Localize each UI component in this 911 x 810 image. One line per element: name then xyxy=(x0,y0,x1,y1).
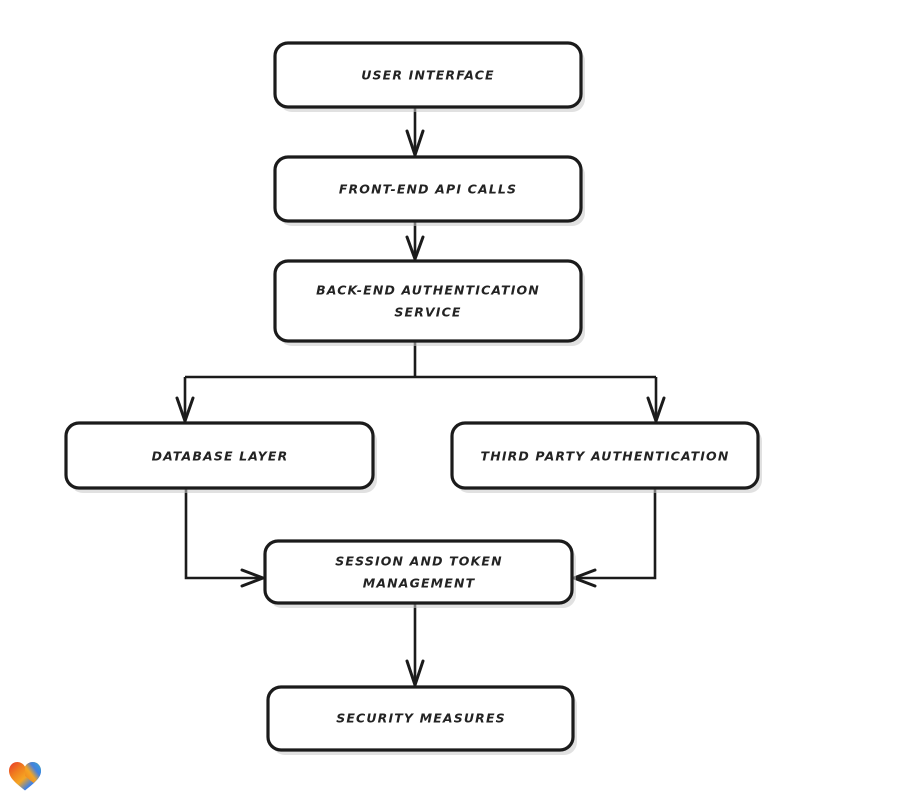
heart-highlight xyxy=(25,762,41,783)
node-label-session-and-token-management-line1: Session and Token xyxy=(335,554,502,569)
node-label-session-and-token-management-line2: Management xyxy=(363,576,476,591)
node-outline xyxy=(273,155,583,223)
node-outline xyxy=(450,421,760,490)
node-label-back-end-authentication-service-line1: Back-End Authentication xyxy=(316,283,540,298)
edge-session-and-token-management-to-security-measures xyxy=(405,603,425,687)
node-label-database-layer: Database Layer xyxy=(152,449,289,464)
node-label-third-party-authentication: Third Party Authentication xyxy=(481,449,730,464)
node-database-layer[interactable]: Database Layer xyxy=(64,421,377,493)
node-label-security-measures: Security Measures xyxy=(336,711,506,726)
edge-front-end-api-calls-to-back-end-authentication-service xyxy=(405,221,425,261)
node-user-interface[interactable]: User Interface xyxy=(273,41,585,112)
node-session-and-token-management[interactable]: Session and Token Management xyxy=(263,539,576,608)
node-third-party-authentication[interactable]: Third Party Authentication xyxy=(450,421,762,493)
edge-back-end-authentication-service-to-database-layer xyxy=(175,377,195,423)
node-label-user-interface: User Interface xyxy=(361,68,495,83)
node-outline xyxy=(64,421,375,490)
node-outline xyxy=(273,259,583,343)
edge-third-party-authentication-to-session-and-token-management xyxy=(572,488,657,588)
node-front-end-api-calls[interactable]: Front-End API Calls xyxy=(273,155,585,226)
node-label-back-end-authentication-service-line2: Service xyxy=(394,305,461,320)
node-outline xyxy=(273,41,583,109)
edge-back-end-branch-bus xyxy=(185,341,656,379)
node-security-measures[interactable]: Security Measures xyxy=(266,685,577,755)
node-outline xyxy=(266,685,575,752)
edge-back-end-authentication-service-to-third-party-authentication xyxy=(646,377,666,423)
node-outline xyxy=(263,539,574,605)
edge-user-interface-to-front-end-api-calls xyxy=(405,107,425,157)
edge-database-layer-to-session-and-token-management xyxy=(184,488,265,588)
nodes-layer: User Interface Front-End API Calls Back-… xyxy=(64,41,762,755)
heart-icon xyxy=(9,762,41,791)
node-label-front-end-api-calls: Front-End API Calls xyxy=(339,182,517,197)
node-back-end-authentication-service[interactable]: Back-End Authentication Service xyxy=(273,259,585,346)
